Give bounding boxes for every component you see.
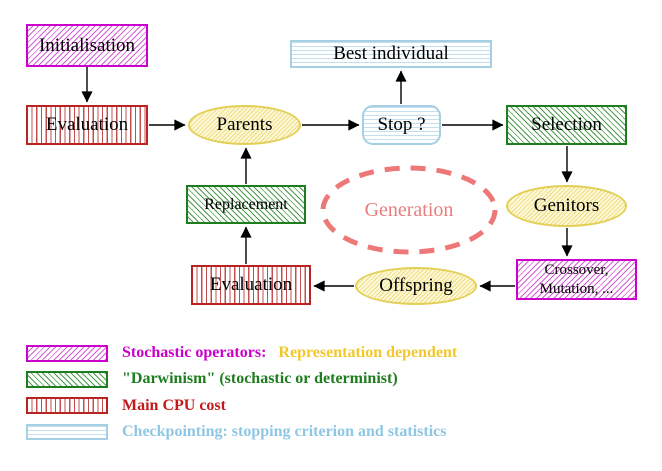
node-stop-label: Stop ?	[377, 114, 426, 135]
node-evaluation-bottom-label: Evaluation	[209, 274, 293, 295]
legend-label-main-cpu-cost: Main CPU cost	[122, 397, 226, 415]
node-replacement: Replacement	[186, 185, 306, 224]
node-evaluation-top: Evaluation	[26, 105, 148, 145]
generation-cycle-label: Generation	[323, 168, 495, 252]
node-initialisation: Initialisation	[26, 24, 148, 67]
legend-representation-text: Representation dependent	[278, 344, 458, 361]
crossover-line1: Crossover,	[544, 261, 609, 278]
node-initialisation-label: Initialisation	[38, 34, 136, 56]
node-stop: Stop ?	[362, 105, 441, 145]
legend-checkpointing-text: Checkpointing: stopping criterion and st…	[122, 423, 447, 440]
legend-darwinism-text: "Darwinism" (stochastic or determinist)	[122, 370, 398, 387]
node-genitors: Genitors	[506, 185, 627, 227]
legend-swatch-stochastic-operators	[26, 345, 108, 362]
legend-label-darwinism: "Darwinism" (stochastic or determinist)	[122, 370, 398, 388]
node-offspring: Offspring	[355, 267, 477, 305]
legend-label-stochastic-operators: Stochastic operators: Representation depe…	[122, 344, 457, 362]
legend-swatch-main-cpu-cost	[26, 397, 108, 414]
crossover-line2: Mutation, ...	[539, 280, 614, 297]
node-replacement-label: Replacement	[204, 195, 288, 213]
legend-label-checkpointing: Checkpointing: stopping criterion and st…	[122, 423, 446, 441]
node-selection-label: Selection	[531, 114, 602, 135]
node-crossover-mutation-label: Crossover, Mutation, ...	[540, 261, 614, 299]
node-crossover-mutation: Crossover, Mutation, ...	[516, 259, 637, 300]
node-genitors-label: Genitors	[533, 195, 600, 216]
legend-swatch-darwinism	[26, 371, 108, 388]
node-offspring-label: Offspring	[379, 275, 453, 296]
generation-label-text: Generation	[364, 198, 454, 221]
legend-swatch-checkpointing	[26, 424, 108, 440]
legend-stochastic-text: Stochastic operators:	[122, 344, 267, 361]
node-best-individual: Best individual	[290, 40, 492, 68]
node-best-individual-label: Best individual	[333, 43, 449, 64]
node-parents-label: Parents	[216, 114, 273, 135]
node-evaluation-bottom: Evaluation	[191, 265, 311, 305]
legend-cpu-text: Main CPU cost	[122, 397, 226, 414]
node-evaluation-top-label: Evaluation	[45, 114, 129, 135]
node-selection: Selection	[506, 105, 627, 145]
node-parents: Parents	[188, 105, 301, 145]
